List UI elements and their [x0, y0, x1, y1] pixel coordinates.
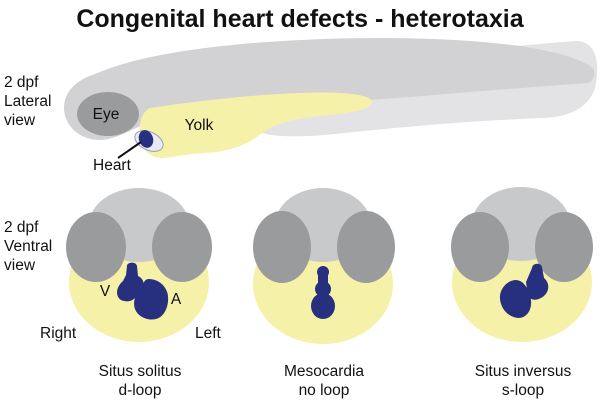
- eye-right: [66, 212, 126, 282]
- ventral-row-label-line3: view: [4, 257, 36, 274]
- panel-1-loop: d-loop: [118, 382, 161, 399]
- eye-right: [253, 211, 311, 283]
- heart-no-loop: [311, 266, 335, 319]
- heart-lateral: [138, 130, 154, 148]
- lateral-row-label: 2 dpf Lateral view: [4, 74, 51, 129]
- ventral-row-label-line1: 2 dpf: [4, 219, 39, 236]
- eye-label: Eye: [93, 106, 120, 123]
- heart-d-loop: [117, 262, 169, 320]
- ventral-row-label: 2 dpf Ventral view: [4, 219, 52, 274]
- figure-title: Congenital heart defects - heterotaxia: [76, 5, 524, 33]
- heart-pointer-line: [117, 141, 142, 159]
- yolk: [139, 92, 372, 158]
- eye-left: [535, 212, 593, 282]
- lateral-row-label-line3: view: [4, 112, 36, 129]
- heart-s-loop: [499, 263, 549, 318]
- panel-2-loop: no loop: [299, 382, 350, 399]
- side-right-label: Right: [40, 325, 77, 342]
- eye-left: [337, 211, 395, 283]
- panel-2-name: Mesocardia: [284, 363, 364, 380]
- chamber-a-label: A: [171, 291, 182, 308]
- fish-body: [64, 38, 595, 140]
- eye-left: [152, 212, 212, 282]
- panel-mesocardia: Mesocardia no loop: [253, 188, 395, 399]
- zebrafish-lateral: Eye Yolk Heart: [64, 38, 598, 174]
- ventral-row-label-line2: Ventral: [4, 238, 52, 255]
- yolk-label: Yolk: [185, 117, 214, 134]
- side-left-label: Left: [195, 325, 222, 342]
- panel-situs-solitus: V A Right Left Situs solitus d-loop: [40, 188, 222, 399]
- lateral-row-label-line1: 2 dpf: [4, 74, 39, 91]
- panel-3-name: Situs inversus: [475, 363, 572, 380]
- chamber-v-label: V: [100, 283, 111, 300]
- panel-1-name: Situs solitus: [99, 363, 182, 380]
- lateral-row-label-line2: Lateral: [4, 93, 51, 110]
- panel-3-loop: s-loop: [502, 382, 544, 399]
- panel-situs-inversus: Situs inversus s-loop: [451, 187, 593, 399]
- eye-right: [451, 212, 509, 282]
- heart-label: Heart: [93, 157, 132, 174]
- eye: [77, 92, 139, 136]
